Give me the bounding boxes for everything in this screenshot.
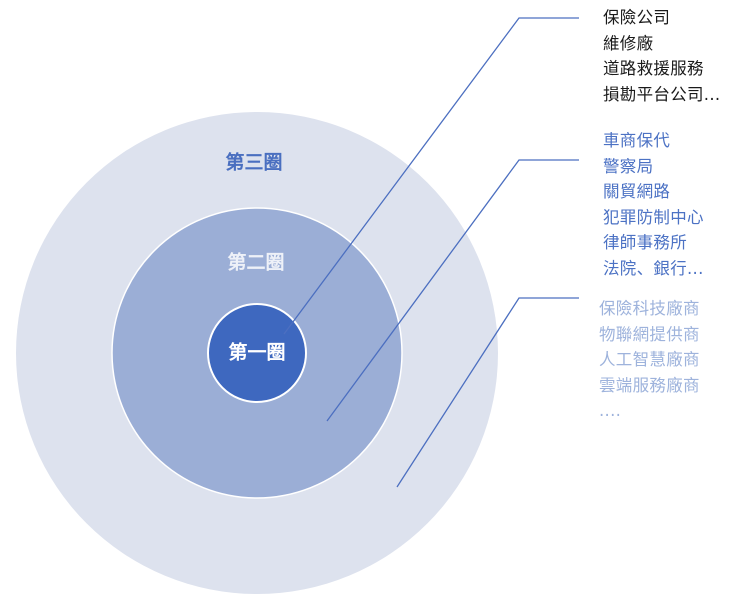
- first-ring-stakeholders: 保險公司 維修廠 道路救援服務 損勘平台公司...: [603, 5, 720, 107]
- connector-line-inner: [283, 17, 579, 335]
- list-item: 法院、銀行...: [603, 258, 704, 278]
- connector-line-outer: [396, 297, 579, 488]
- connector-line-middle: [326, 159, 579, 422]
- list-item: 警察局: [603, 156, 654, 176]
- list-item: 犯罪防制中心: [603, 207, 704, 227]
- list-item: 道路救援服務: [603, 59, 704, 78]
- list-item: 保險公司: [603, 8, 671, 27]
- list-item: 維修廠: [603, 33, 654, 53]
- middle-ring-label: 第二圈: [227, 251, 284, 274]
- list-item: 人工智慧廠商: [599, 350, 700, 369]
- inner-ring-label: 第一圈: [228, 341, 285, 364]
- list-item: 關貿網路: [603, 182, 671, 201]
- list-item: 雲端服務廠商: [599, 375, 700, 395]
- third-ring-stakeholders: 保險科技廠商 物聯網提供商 人工智慧廠商 雲端服務廠商 ....: [599, 296, 700, 424]
- list-item: 保險科技廠商: [599, 299, 700, 318]
- list-item: ....: [599, 401, 622, 420]
- list-item: 物聯網提供商: [599, 324, 700, 344]
- list-item: 損勘平台公司...: [603, 84, 721, 104]
- outer-ring-label: 第三圈: [225, 151, 282, 174]
- inner-ring: [207, 303, 307, 403]
- list-item: 車商保代: [603, 131, 671, 150]
- second-ring-stakeholders: 車商保代 警察局 關貿網路 犯罪防制中心 律師事務所 法院、銀行...: [603, 128, 704, 281]
- list-item: 律師事務所: [603, 233, 687, 252]
